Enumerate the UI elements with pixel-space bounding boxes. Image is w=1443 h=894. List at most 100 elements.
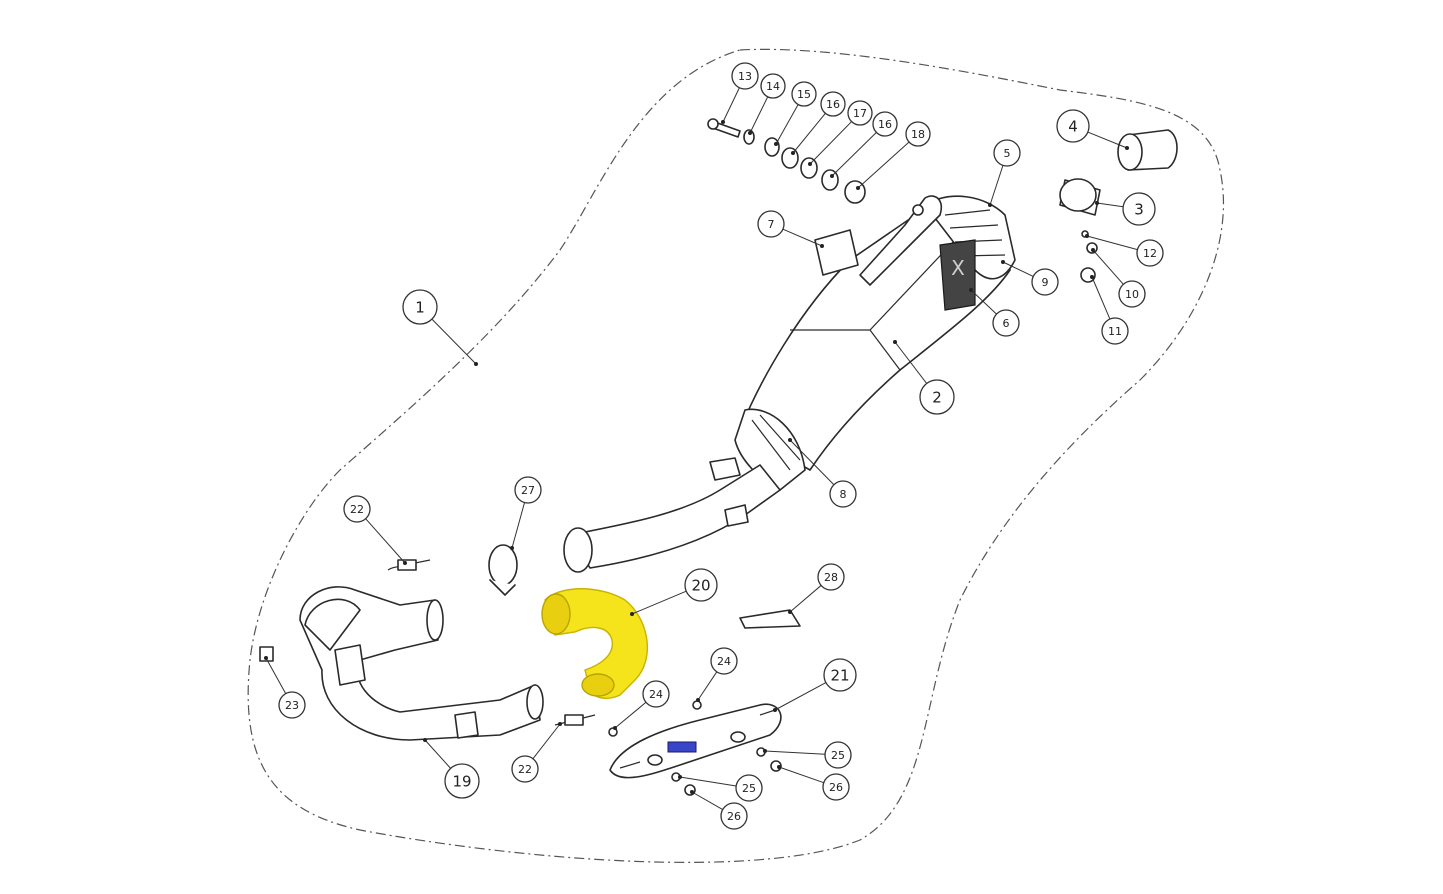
callout-circle-c27 <box>514 476 542 504</box>
callout-dot-c1 <box>474 362 478 366</box>
callout-leader-c11 <box>1091 276 1111 320</box>
callout-leader-c24a <box>697 671 718 701</box>
callout-circle-c25a <box>824 741 852 769</box>
callout-label-c18: 18 <box>911 128 925 141</box>
end-sleeve-3 <box>1059 178 1101 216</box>
callout-circle-c13 <box>731 62 759 90</box>
callout-circle-c6 <box>992 309 1020 337</box>
highlighted-mid-pipe <box>541 588 648 699</box>
callout-circle-c1 <box>402 289 438 325</box>
callout-circle-c22b <box>511 755 539 783</box>
callout-dot-c22a <box>403 561 407 565</box>
callout-label-c25b: 25 <box>742 782 756 795</box>
callout-leader-c1 <box>431 318 477 365</box>
callout-label-c22b: 22 <box>518 763 532 776</box>
callout-dot-c13 <box>721 120 725 124</box>
callout-label-c20: 20 <box>691 577 710 595</box>
callout-leader-c14 <box>749 96 769 134</box>
callout-circle-c12 <box>1136 239 1164 267</box>
callout-leader-c24b <box>614 701 647 729</box>
rubber-grommet <box>814 229 859 276</box>
callout-label-c21: 21 <box>830 667 849 685</box>
callout-leader-c3 <box>1096 202 1124 208</box>
callout-leader-c27 <box>511 502 526 549</box>
callout-label-c28: 28 <box>824 571 838 584</box>
callout-circle-c9 <box>1031 268 1059 296</box>
callouts: 1234567891011121314151617161819202122222… <box>264 62 1164 830</box>
header-pipe <box>299 586 544 741</box>
callout-dot-c22b <box>558 722 562 726</box>
callout-leader-c8 <box>789 439 835 486</box>
callout-leader-c9 <box>1002 261 1034 277</box>
callout-leader-c15 <box>775 104 799 145</box>
callout-circle-c2 <box>919 379 955 415</box>
callout-dot-c3 <box>1095 201 1099 205</box>
mount-bolt-stack <box>707 118 866 204</box>
callout-circle-c24a <box>710 647 738 675</box>
callout-dot-c28 <box>788 610 792 614</box>
assembly-boundary <box>247 48 1224 863</box>
shield-logo-sticker <box>667 741 697 753</box>
callout-label-c25a: 25 <box>831 749 845 762</box>
callout-dot-c23 <box>264 656 268 660</box>
callout-label-c23: 23 <box>285 699 299 712</box>
callout-leader-c26b <box>691 791 723 810</box>
logo-x-mark: X <box>951 256 965 280</box>
callout-dot-c5 <box>988 203 992 207</box>
callout-label-c10: 10 <box>1125 288 1139 301</box>
muffler-inlet-cone <box>734 408 806 491</box>
muffler-body: X <box>734 195 1016 491</box>
callout-circle-c5 <box>993 139 1021 167</box>
callout-circle-c26b <box>720 802 748 830</box>
callout-leader-c22b <box>532 723 561 760</box>
washer-24b <box>692 700 702 710</box>
callout-circle-c26a <box>822 773 850 801</box>
callout-label-c2: 2 <box>932 389 942 407</box>
callout-dot-c26b <box>690 790 694 794</box>
callout-dot-c9 <box>1001 260 1005 264</box>
callout-label-c24b: 24 <box>649 688 663 701</box>
callout-leader-c5 <box>989 165 1004 206</box>
callout-dot-c27 <box>510 546 514 550</box>
clip-23 <box>259 646 274 662</box>
callout-leader-c23 <box>265 657 287 694</box>
muffler-end-cap <box>924 195 1016 280</box>
callout-dot-c25b <box>678 775 682 779</box>
callout-leader-c6 <box>970 289 997 315</box>
callout-label-c4: 4 <box>1068 118 1078 136</box>
callout-dot-c26a <box>777 765 781 769</box>
callout-dot-c20 <box>630 612 634 616</box>
callout-dot-c8 <box>788 438 792 442</box>
callout-label-c17: 17 <box>853 107 867 120</box>
callout-label-c14: 14 <box>766 80 780 93</box>
callout-label-c19: 19 <box>452 773 471 791</box>
callout-circle-c16b <box>872 111 898 137</box>
callout-label-c13: 13 <box>738 70 752 83</box>
callout-leader-c16b <box>831 132 877 177</box>
callout-dot-c19 <box>423 738 427 742</box>
callout-label-c11: 11 <box>1108 325 1122 338</box>
callout-leader-c10 <box>1092 249 1124 285</box>
callout-leader-c22a <box>365 518 406 564</box>
callout-circle-c23 <box>278 691 306 719</box>
callout-dot-c24b <box>613 726 617 730</box>
callout-leader-c21 <box>774 682 827 711</box>
callout-dot-c4 <box>1125 146 1129 150</box>
callout-circle-c8 <box>829 480 857 508</box>
callout-label-c3: 3 <box>1134 201 1144 219</box>
callout-circle-c25b <box>735 774 763 802</box>
callout-leader-c18 <box>857 141 910 189</box>
callout-label-c8: 8 <box>840 488 847 501</box>
callout-dot-c18 <box>856 186 860 190</box>
callout-circle-c14 <box>760 73 786 99</box>
callout-leader-c20 <box>631 590 687 615</box>
callout-leader-c16a <box>792 112 826 154</box>
callout-circle-c4 <box>1056 109 1090 143</box>
callout-label-c16b: 16 <box>878 118 892 131</box>
callout-label-c12: 12 <box>1143 247 1157 260</box>
link-pipe <box>563 457 781 573</box>
callout-dot-c16b <box>830 174 834 178</box>
callout-leader-c26a <box>778 766 824 784</box>
callout-dot-c11 <box>1090 275 1094 279</box>
callout-label-c22a: 22 <box>350 503 364 516</box>
